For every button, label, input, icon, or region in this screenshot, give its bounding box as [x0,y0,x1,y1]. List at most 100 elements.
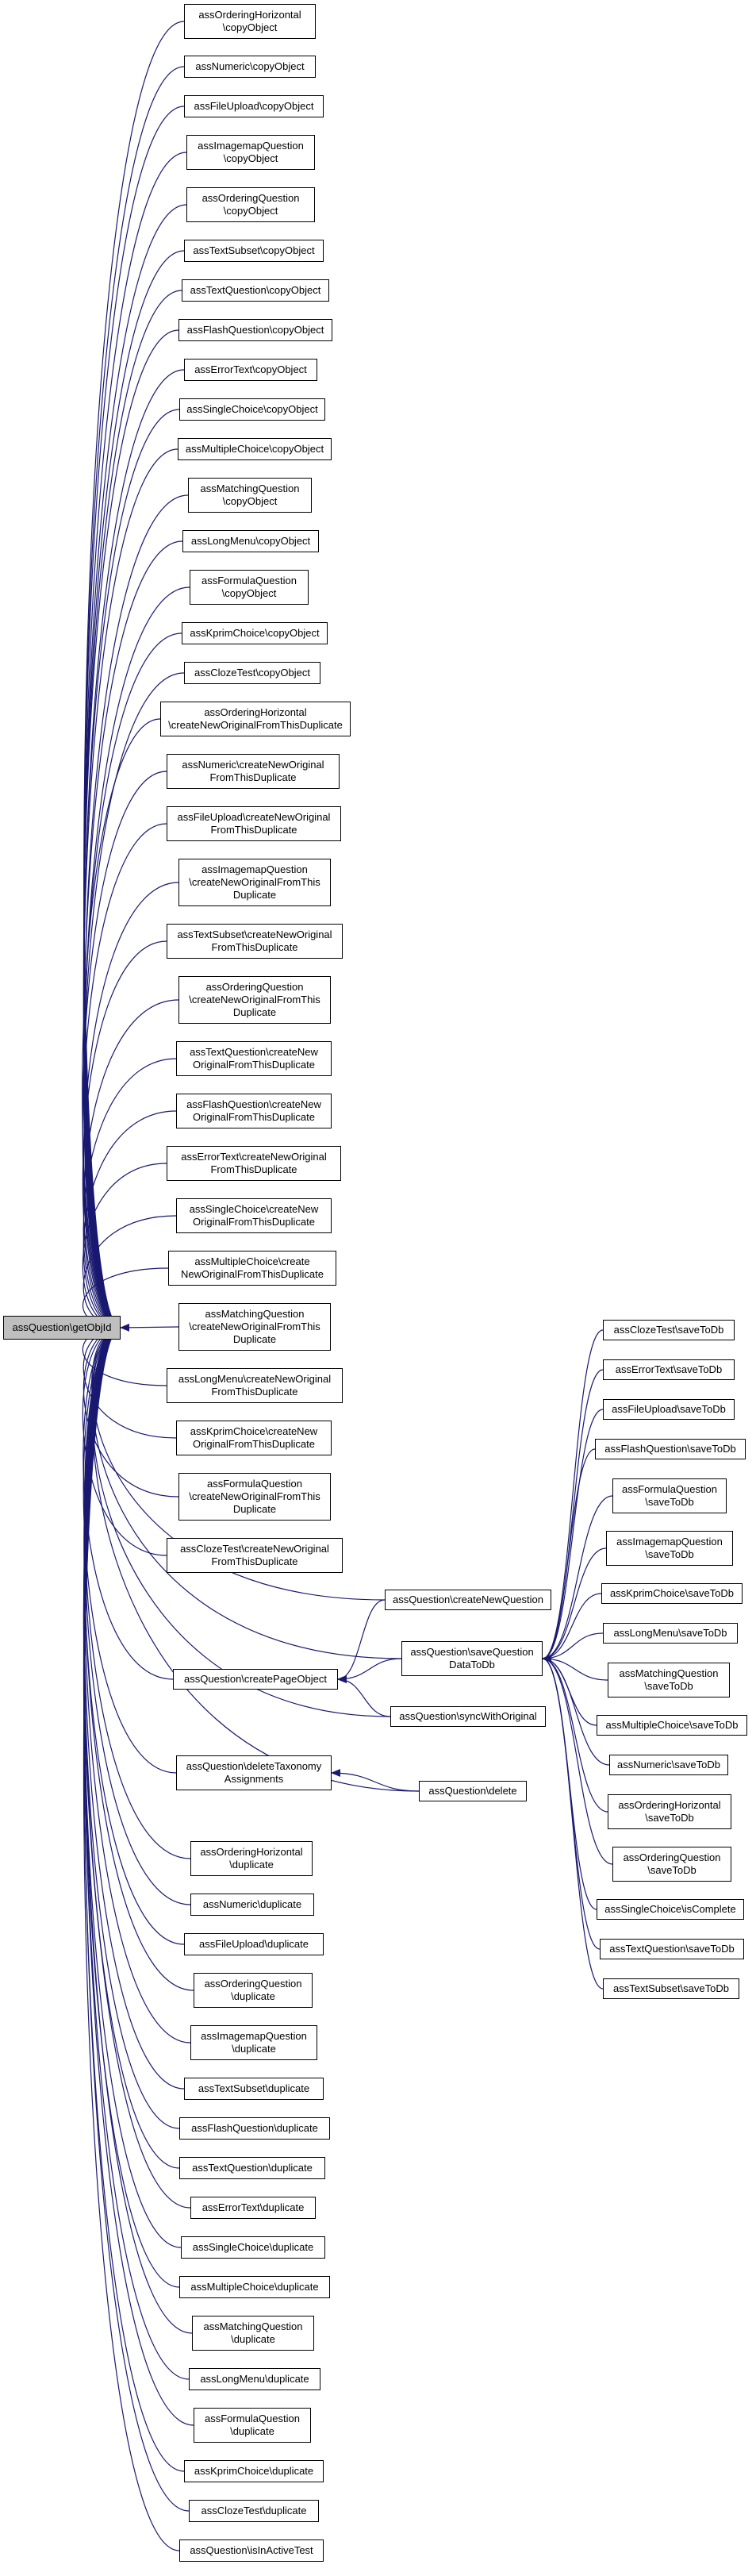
node-label-line: assImagemapQuestion [201,863,308,875]
edge-c2-to-root [83,66,185,1332]
node-assformulaquestion-savetodb[interactable]: assFormulaQuestion\saveToDb [612,1478,727,1513]
edge-c11-to-root [83,448,178,1332]
node-assclozetest-duplicate[interactable]: assClozeTest\duplicate [189,2500,319,2522]
node-assquestion-delete[interactable]: assQuestion\delete [419,1781,527,1801]
node-asstextsubset-duplicate[interactable]: assTextSubset\duplicate [184,2078,324,2100]
node-label-line: assFlashQuestion\duplicate [191,2122,318,2134]
node-assorderinghorizontal-copyobject[interactable]: assOrderingHorizontal\copyObject [184,4,316,39]
node-assquestion-createnewquestion[interactable]: assQuestion\createNewQuestion [385,1590,551,1610]
node-assmatchingquestion-createneworiginalfromthisduplicate[interactable]: assMatchingQuestion\createNewOriginalFro… [178,1303,331,1351]
node-assfileupload-duplicate[interactable]: assFileUpload\duplicate [184,1933,324,1955]
node-assfileupload-copyobject[interactable]: assFileUpload\copyObject [184,95,324,117]
node-assorderingquestion-copyobject[interactable]: assOrderingQuestion\copyObject [186,187,315,222]
node-asserrortext-copyobject[interactable]: assErrorText\copyObject [184,359,317,381]
node-asserrortext-duplicate[interactable]: assErrorText\duplicate [190,2197,316,2219]
node-asssinglechoice-duplicate[interactable]: assSingleChoice\duplicate [181,2236,325,2259]
node-assfileupload-savetodb[interactable]: assFileUpload\saveToDb [603,1399,735,1420]
node-assnumeric-duplicate[interactable]: assNumeric\duplicate [190,1894,314,1916]
node-asstextsubset-savetodb[interactable]: assTextSubset\saveToDb [603,1978,739,1999]
node-assorderingquestion-duplicate[interactable]: assOrderingQuestion\duplicate [194,1973,313,2008]
node-label-line: assQuestion\getObjId [12,1321,112,1333]
node-asstextquestion-savetodb[interactable]: assTextQuestion\saveToDb [600,1939,744,1959]
node-label-line: \duplicate [231,2333,275,2345]
node-assmultiplechoice-savetodb[interactable]: assMultipleChoice\saveToDb [597,1715,747,1736]
node-label-line: Duplicate [232,1006,277,1018]
node-assorderingquestion-createneworiginalfromthisduplicate[interactable]: assOrderingQuestion\createNewOriginalFro… [178,976,331,1024]
node-assflashquestion-duplicate[interactable]: assFlashQuestion\duplicate [179,2117,330,2140]
node-assorderinghorizontal-createneworiginalfromthisduplicate[interactable]: assOrderingHorizontal\createNewOriginalF… [160,702,351,736]
node-asstextquestion-duplicate[interactable]: assTextQuestion\duplicate [179,2157,325,2179]
node-asskprimchoice-savetodb[interactable]: assKprimChoice\saveToDb [601,1583,743,1604]
node-assmultiplechoice-duplicate[interactable]: assMultipleChoice\duplicate [179,2276,330,2298]
node-label-line: assTextQuestion\duplicate [192,2162,313,2174]
node-assorderinghorizontal-savetodb[interactable]: assOrderingHorizontal\saveToDb [608,1794,731,1829]
node-assquestion-syncwithoriginal[interactable]: assQuestion\syncWithOriginal [390,1706,546,1727]
node-label-line: assFormulaQuestion [207,1478,302,1490]
node-assimagemapquestion-createneworiginalfromthisduplicate[interactable]: assImagemapQuestion\createNewOriginalFro… [178,859,331,906]
node-asslongmenu-copyobject[interactable]: assLongMenu\copyObject [182,530,319,552]
node-asskprimchoice-duplicate[interactable]: assKprimChoice\duplicate [184,2460,324,2482]
node-label-line: OriginalFromThisDuplicate [193,1438,315,1450]
node-assorderingquestion-savetodb[interactable]: assOrderingQuestion\saveToDb [612,1847,731,1882]
node-assformulaquestion-createneworiginalfromthisduplicate[interactable]: assFormulaQuestion\createNewOriginalFrom… [178,1473,331,1521]
node-assflashquestion-copyobject[interactable]: assFlashQuestion\copyObject [178,319,332,341]
node-assimagemapquestion-duplicate[interactable]: assImagemapQuestion\duplicate [190,2025,317,2060]
node-assmatchingquestion-duplicate[interactable]: assMatchingQuestion\duplicate [192,2316,314,2351]
node-label-line: assKprimChoice\copyObject [190,627,320,639]
node-label-line: \copyObject [221,587,277,599]
node-label-line: \createNewOriginalFromThisDuplicate [168,719,343,731]
node-asssinglechoice-copyobject[interactable]: assSingleChoice\copyObject [179,398,325,421]
node-assformulaquestion-duplicate[interactable]: assFormulaQuestion\duplicate [194,2408,311,2443]
node-assimagemapquestion-copyobject[interactable]: assImagemapQuestion\copyObject [186,135,315,170]
node-assmatchingquestion-savetodb[interactable]: assMatchingQuestion\saveToDb [608,1663,730,1697]
node-asssinglechoice-iscomplete[interactable]: assSingleChoice\isComplete [597,1899,744,1920]
edge-c20-to-root [83,882,179,1332]
edge-s16-to-n_sqd [542,1655,604,1990]
node-asserrortext-savetodb[interactable]: assErrorText\saveToDb [603,1359,735,1380]
node-label-line: \createNewOriginalFromThis [189,1321,320,1332]
node-assimagemapquestion-savetodb[interactable]: assImagemapQuestion\saveToDb [606,1531,733,1566]
node-asstextsubset-copyobject[interactable]: assTextSubset\copyObject [184,240,324,262]
node-label-line: assMultipleChoice\duplicate [190,2281,319,2293]
node-assquestion-isinactivetest[interactable]: assQuestion\isInActiveTest [179,2539,324,2562]
node-assquestion-createpageobject[interactable]: assQuestion\createPageObject [173,1669,338,1690]
node-assclozetest-savetodb[interactable]: assClozeTest\saveToDb [603,1320,735,1340]
node-asstextquestion-copyobject[interactable]: assTextQuestion\copyObject [182,279,329,302]
edge-s11-to-n_sqd [542,1655,610,1766]
node-assmultiplechoice-copyobject[interactable]: assMultipleChoice\copyObject [178,438,332,460]
node-assmatchingquestion-copyobject[interactable]: assMatchingQuestion\copyObject [188,478,312,513]
node-label-line: assQuestion\saveQuestion [410,1646,534,1658]
node-label-line: FromThisDuplicate [211,941,298,953]
node-assnumeric-savetodb[interactable]: assNumeric\saveToDb [609,1755,728,1775]
node-asskprimchoice-copyobject[interactable]: assKprimChoice\copyObject [182,622,328,644]
node-asslongmenu-savetodb[interactable]: assLongMenu\saveToDb [603,1623,738,1644]
node-label-line: assQuestion\createNewQuestion [392,1594,544,1605]
edge-n_sqd-to-n_cpo [337,1658,402,1683]
edge-n_cnq-to-root [91,1324,386,1601]
node-assnumeric-copyobject[interactable]: assNumeric\copyObject [184,56,316,78]
node-label-line: Assignments [224,1773,284,1785]
node-label-line: assFileUpload\duplicate [198,1938,309,1950]
node-assformulaquestion-copyobject[interactable]: assFormulaQuestion\copyObject [190,570,309,605]
node-label-line: assMultipleChoice\copyObject [185,443,324,455]
node-label-line: \duplicate [229,1859,274,1870]
node-label-line: assQuestion\isInActiveTest [190,2544,313,2556]
node-asslongmenu-duplicate[interactable]: assLongMenu\duplicate [189,2368,320,2390]
node-assorderinghorizontal-duplicate[interactable]: assOrderingHorizontal\duplicate [190,1841,313,1876]
node-label-line: assNumeric\copyObject [195,60,305,72]
node-assflashquestion-savetodb[interactable]: assFlashQuestion\saveToDb [595,1439,746,1459]
node-assclozetest-copyobject[interactable]: assClozeTest\copyObject [184,662,320,684]
